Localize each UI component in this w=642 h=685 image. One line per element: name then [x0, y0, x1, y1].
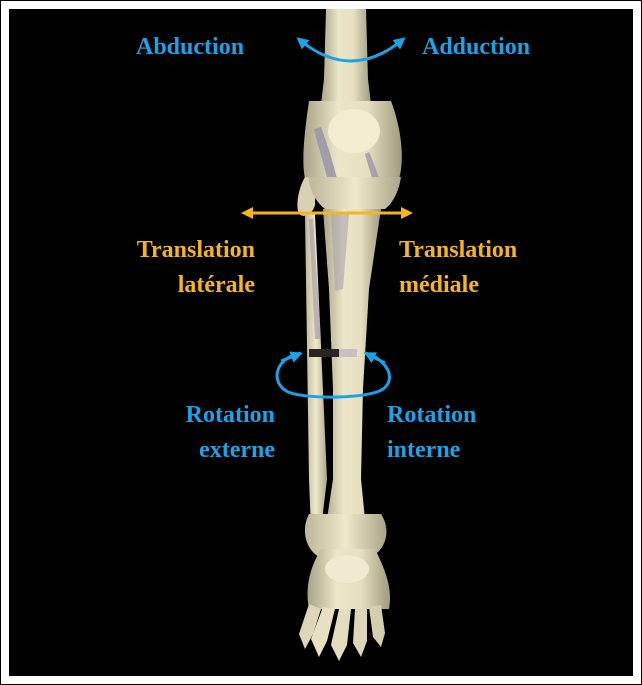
rotation-externe-line1: Rotation	[119, 400, 275, 430]
translation-laterale-line1: Translation	[79, 235, 255, 265]
leg-skeleton-illustration	[9, 9, 633, 676]
knee-joint	[297, 101, 401, 219]
diagram-panel: Abduction Adduction Translation latérale…	[9, 9, 633, 676]
translation-mediale-line2: médiale	[399, 270, 479, 300]
translation-laterale-line2: latérale	[79, 270, 255, 300]
translation-mediale-line1: Translation	[399, 235, 517, 265]
rotation-externe-line2: externe	[119, 435, 275, 465]
adduction-label: Adduction	[422, 32, 530, 62]
rotation-interne-line2: interne	[387, 435, 460, 465]
rotation-interne-line1: Rotation	[387, 400, 476, 430]
foot	[299, 514, 390, 661]
fibula	[305, 214, 327, 529]
abduction-label: Abduction	[136, 32, 244, 62]
